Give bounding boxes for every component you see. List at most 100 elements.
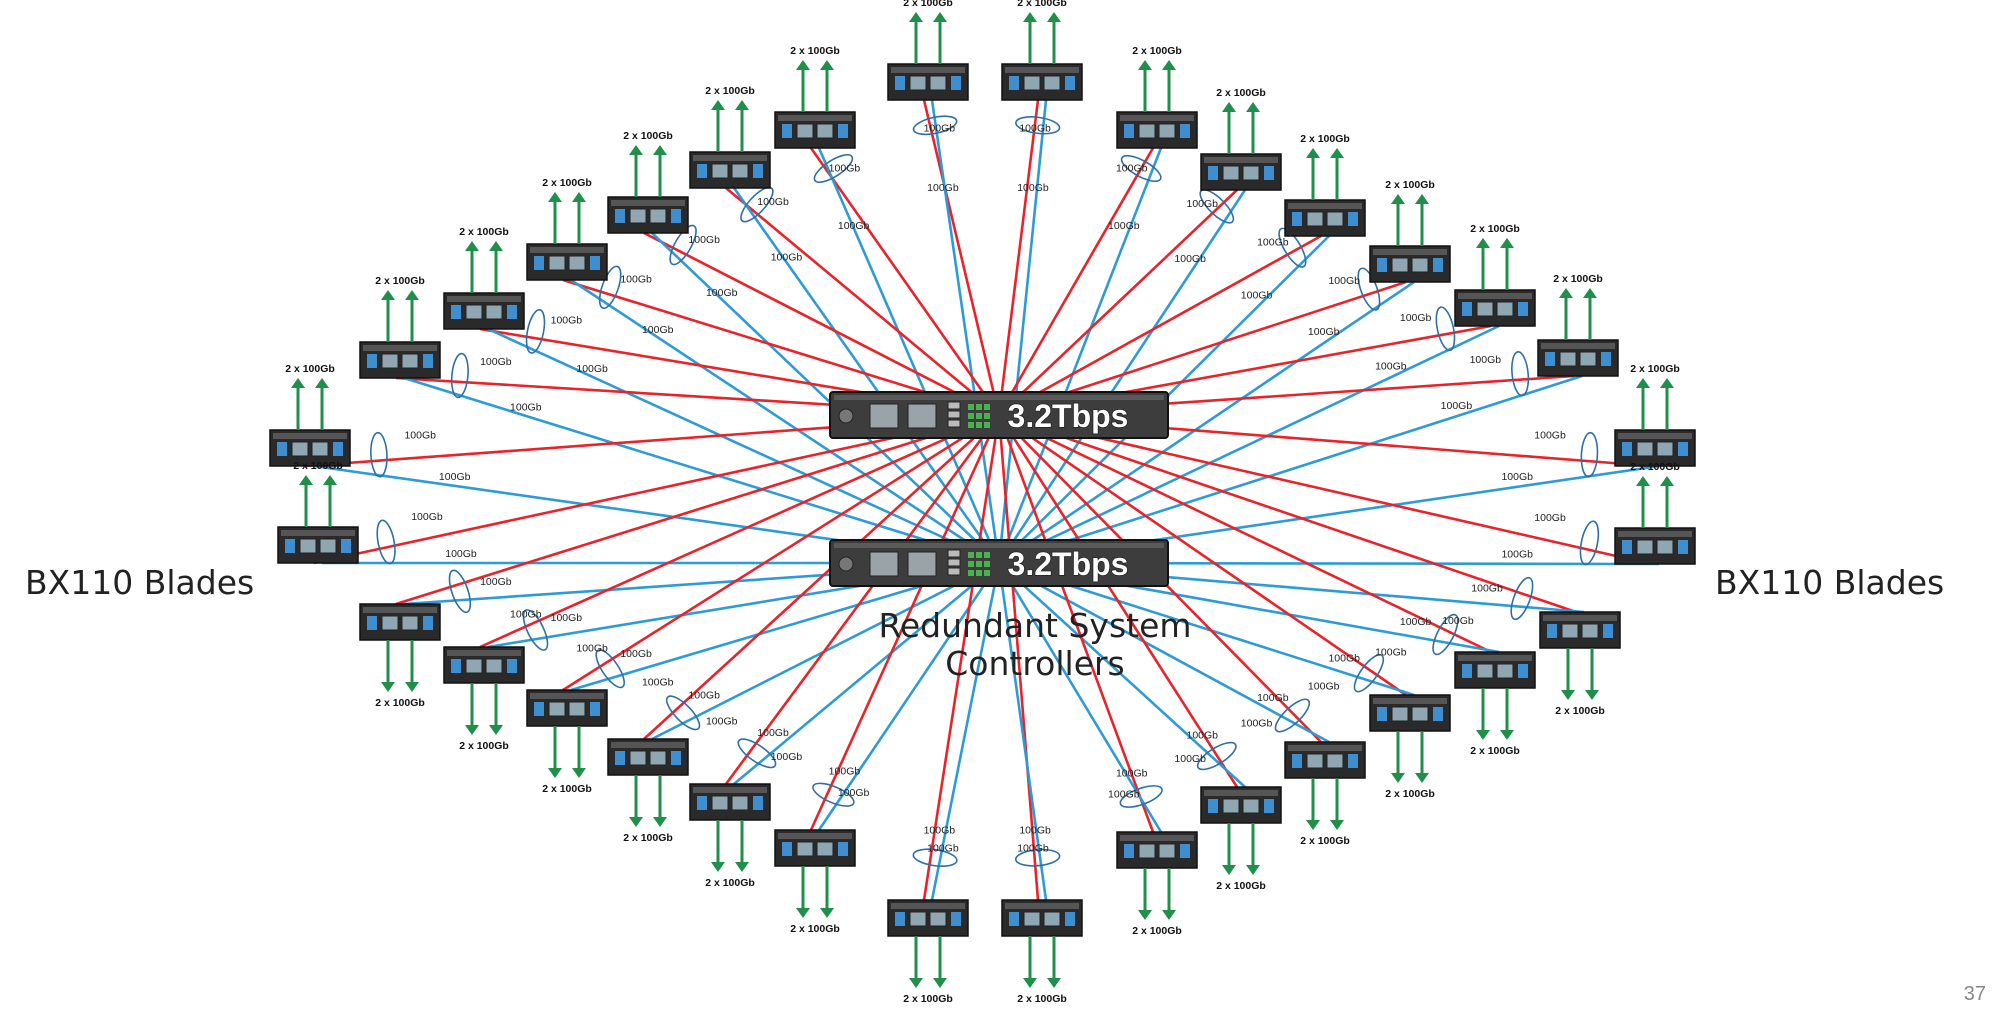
blade-top-strip xyxy=(530,247,604,253)
blade-top-strip xyxy=(693,787,767,793)
blade-top-strip xyxy=(1618,433,1692,439)
blade-status-led xyxy=(753,796,763,810)
blade-port xyxy=(1391,257,1409,273)
link-label: 100Gb xyxy=(1501,549,1533,561)
controller-status-led xyxy=(984,404,990,410)
link-line xyxy=(997,99,1048,564)
blade-port xyxy=(796,841,814,857)
link-label: 100Gb xyxy=(1019,122,1051,134)
blade-port xyxy=(649,208,667,224)
uplink-arrow-head xyxy=(405,290,419,300)
blade-status-led xyxy=(1124,124,1134,138)
link-bundle-ring xyxy=(912,115,958,136)
link-label: 100Gb xyxy=(1328,652,1360,664)
blade-port xyxy=(816,841,834,857)
link-line xyxy=(313,413,1000,565)
blade-uplink-label: 2 x 100Gb xyxy=(1553,273,1603,285)
controller-status-led xyxy=(976,413,982,419)
blade-status-led xyxy=(1208,166,1218,180)
blade-port xyxy=(1561,623,1579,639)
bx110-blade: 2 x 100Gb xyxy=(526,689,608,795)
left-blades-label: BX110 Blades xyxy=(25,563,255,602)
uplink-arrow-head xyxy=(796,908,810,918)
blade-port xyxy=(1242,165,1260,181)
link-bundle-ring xyxy=(1274,698,1311,733)
link-label: 100Gb xyxy=(688,234,720,246)
uplink-arrow-head xyxy=(489,725,503,735)
link-bundle-ring xyxy=(1435,306,1456,352)
blade-uplink-label: 2 x 100Gb xyxy=(705,85,755,97)
blade-top-strip xyxy=(1005,903,1079,909)
uplink-arrow-head xyxy=(1246,102,1260,112)
link-bundle-ring xyxy=(1357,267,1381,311)
blade-uplink-label: 2 x 100Gb xyxy=(903,0,953,9)
link-label: 100Gb xyxy=(1308,681,1340,693)
blade-port xyxy=(401,615,419,631)
blade-port xyxy=(1222,165,1240,181)
bx110-blade: 2 x 100Gb xyxy=(1116,45,1198,149)
controller-usb-port xyxy=(947,567,961,576)
link-bundle-ring xyxy=(525,308,546,354)
link-line xyxy=(724,414,1001,785)
blade-status-led xyxy=(341,539,351,553)
link-line xyxy=(997,562,1048,901)
link-line xyxy=(998,324,1500,565)
blade-port xyxy=(1306,211,1324,227)
blade-uplink-label: 2 x 100Gb xyxy=(1385,788,1435,800)
blade-status-led xyxy=(423,616,433,630)
blade-status-led xyxy=(615,209,625,223)
blade-status-led xyxy=(1377,707,1387,721)
link-label: 100Gb xyxy=(1187,730,1219,742)
blade-status-led xyxy=(951,912,961,926)
blade-uplink-label: 2 x 100Gb xyxy=(1630,363,1680,375)
blade-status-led xyxy=(1180,124,1190,138)
link-line xyxy=(998,189,1238,416)
blade-port xyxy=(1476,301,1494,317)
bx110-blade: 2 x 100Gb xyxy=(1200,87,1282,191)
bx110-blade: 2 x 100Gb xyxy=(1001,899,1083,1005)
link-bundle-ring xyxy=(812,782,855,807)
blade-top-strip xyxy=(1288,203,1362,209)
link-labels: 100Gb 100Gb 100Gb 100Gb 100Gb 100Gb 100Gb 100Gb… xyxy=(404,122,1565,854)
controller-usb-port xyxy=(947,549,961,558)
link-label: 100Gb xyxy=(1241,718,1273,730)
blade-top-strip xyxy=(891,903,965,909)
uplink-arrow-head xyxy=(465,241,479,251)
link-bundle-ring xyxy=(1580,431,1599,478)
blade-port xyxy=(1326,753,1344,769)
link-line xyxy=(997,189,1247,564)
uplink-arrow-head xyxy=(1162,910,1176,920)
controller-status-led xyxy=(968,561,974,567)
link-line xyxy=(997,414,1239,788)
uplink-arrow-head xyxy=(1246,865,1260,875)
uplink-arrow-head xyxy=(796,60,810,70)
blade-uplink-label: 2 x 100Gb xyxy=(623,832,673,844)
link-line xyxy=(487,327,1000,565)
link-line xyxy=(998,280,1415,565)
blade-status-led xyxy=(951,76,961,90)
blade-top-strip xyxy=(530,693,604,699)
link-line xyxy=(997,414,1155,833)
blade-status-led xyxy=(753,164,763,178)
link-label: 100Gb xyxy=(1019,825,1051,837)
link-bundle-ring xyxy=(522,609,549,651)
link-bundle-ring xyxy=(448,569,472,614)
link-bundle-ring xyxy=(1510,576,1534,621)
system-controller: 3.2Tbps xyxy=(829,539,1169,587)
blade-status-led xyxy=(1603,624,1613,638)
blade-uplink-label: 2 x 100Gb xyxy=(903,993,953,1005)
blade-top-strip xyxy=(447,650,521,656)
blade-port xyxy=(711,163,729,179)
link-label: 100Gb xyxy=(829,766,861,778)
link-line xyxy=(998,374,1583,565)
blade-top-strip xyxy=(1618,531,1692,537)
blade-uplink-label: 2 x 100Gb xyxy=(1216,880,1266,892)
link-line xyxy=(997,562,1163,833)
blade-port xyxy=(299,538,317,554)
blade-status-led xyxy=(507,305,517,319)
link-line xyxy=(570,278,1000,565)
page-number: 37 xyxy=(1963,983,1986,1005)
bx110-blade: 2 x 100Gb xyxy=(1614,363,1696,467)
link-label: 100Gb xyxy=(1174,253,1206,265)
link-line xyxy=(922,414,1001,901)
